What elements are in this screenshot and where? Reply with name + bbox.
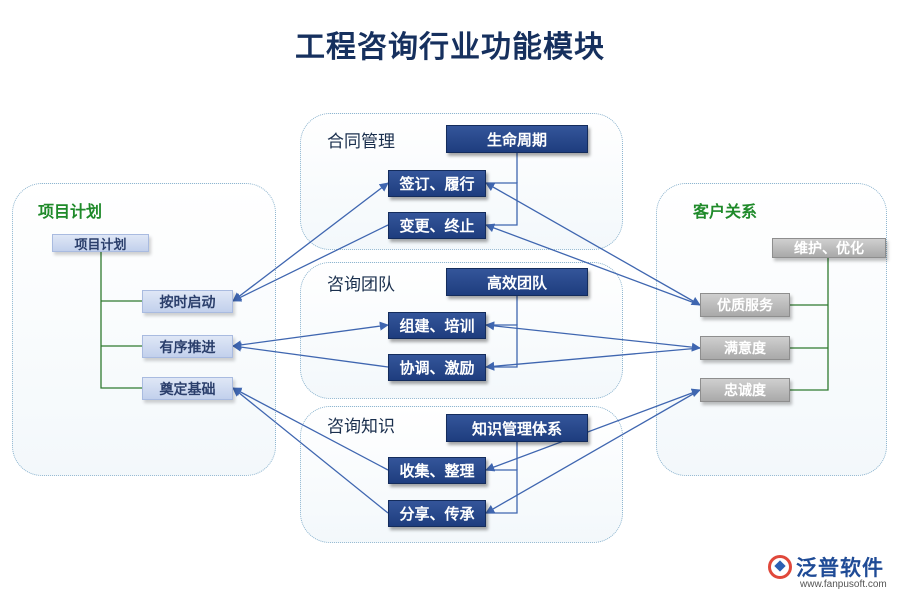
satisfaction-box: 满意度: [700, 336, 790, 360]
project-plan-title: 项目计划: [38, 202, 103, 221]
arrow-change-service: [485, 223, 701, 306]
orderly-progress-box: 有序推进: [142, 335, 233, 358]
arrow-coord-satisfaction: [485, 347, 701, 371]
project-plan-panel: [12, 183, 276, 476]
arrow-sign-service: [485, 182, 701, 306]
arrow-share-loyalty: [485, 389, 701, 514]
customer-tree: [790, 258, 829, 391]
arrow-start-contract-change: [232, 224, 389, 302]
arrow-build-satisfaction: [485, 321, 701, 352]
loyalty-box: 忠诚度: [700, 378, 790, 402]
contract-bracket: [486, 182, 518, 226]
knowledge-system-header: 知识管理体系: [446, 414, 588, 442]
coordinate-motivate-box: 协调、激励: [388, 354, 486, 381]
logo-url: www.fanpusoft.com: [800, 579, 887, 590]
contract-title: 合同管理: [327, 132, 395, 152]
arrow-progress-team-build: [232, 321, 389, 350]
change-terminate-box: 变更、终止: [388, 212, 486, 239]
knowledge-bracket: [486, 469, 518, 514]
brand-logo: 泛普软件: [768, 552, 884, 582]
arrow-base-knowledge-collect: [232, 387, 389, 471]
lay-foundation-box: 奠定基础: [142, 377, 233, 400]
logo-name: 泛普软件: [796, 556, 884, 580]
knowledge-title: 咨询知识: [327, 417, 395, 437]
project-plan-tree: [100, 251, 142, 389]
customer-title: 客户关系: [693, 202, 758, 221]
start-on-time-box: 按时启动: [142, 290, 233, 313]
project-plan-header: 项目计划: [52, 234, 149, 253]
maintain-optimize-header: 维护、优化: [772, 238, 886, 258]
logo-icon: [768, 555, 792, 579]
arrow-collect-loyalty: [485, 388, 701, 472]
arrow-start-contract-sign: [232, 182, 389, 302]
page-title: 工程咨询行业功能模块: [295, 30, 605, 65]
team-title: 咨询团队: [327, 275, 395, 295]
collect-organize-box: 收集、整理: [388, 457, 486, 484]
team-bracket: [486, 324, 518, 368]
efficient-team-header: 高效团队: [446, 268, 588, 296]
sign-fulfill-box: 签订、履行: [388, 170, 486, 197]
arrow-progress-team-coord: [232, 342, 389, 368]
share-inherit-box: 分享、传承: [388, 500, 486, 527]
build-train-box: 组建、培训: [388, 312, 486, 339]
quality-service-box: 优质服务: [700, 293, 790, 317]
lifecycle-header: 生命周期: [446, 125, 588, 153]
arrow-base-knowledge-share: [232, 387, 389, 514]
